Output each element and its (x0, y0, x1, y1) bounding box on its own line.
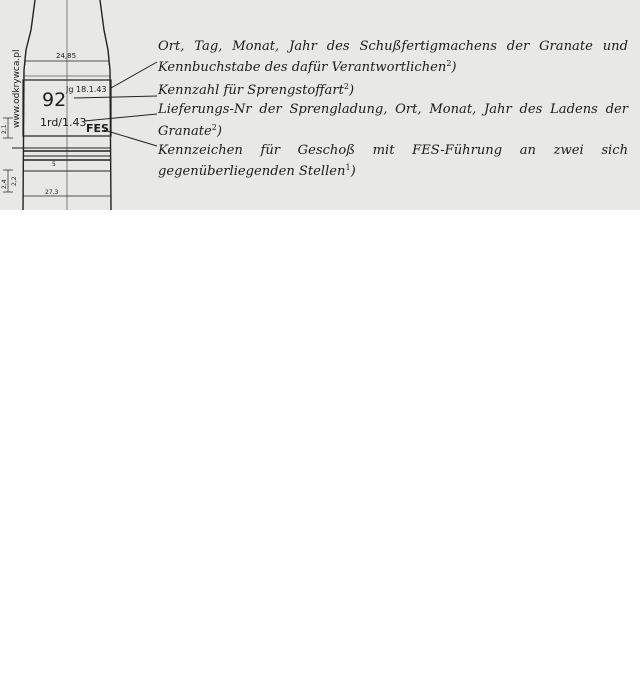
dim-small-1: 2,1 (1, 124, 8, 134)
callout-list: Ort, Tag, Monat, Jahr des Schußfertigmac… (158, 38, 628, 182)
stamp-charge-line: 1rd/1.43 (40, 116, 87, 129)
callout-3: Lieferungs-Nr der Sprengladung, Ort, Mon… (158, 102, 628, 139)
callout-4: Kennzeichen für Geschoß mit FES-Führung … (158, 142, 628, 179)
watermark: www.odkrywca.pl (12, 50, 22, 128)
callout-2: Kennzahl für Sprengstoffart2) (158, 82, 355, 99)
top-width-dimension: 24,85 (24, 52, 110, 65)
top-width-label: 24,85 (56, 52, 76, 60)
dim-small-2: 5 (52, 161, 56, 168)
scanned-figure: 24,85 92 Jg 18.1.43 1rd/1.43 FES 2,1 2,4… (0, 0, 640, 210)
shell-marking-diagram: 24,85 92 Jg 18.1.43 1rd/1.43 FES 2,1 2,4… (1, 0, 158, 210)
left-side-dimensions: 2,1 2,4 (1, 117, 13, 193)
driving-band: 5 27,3 2,2 (11, 147, 111, 197)
dim-small-3: 2,4 (1, 179, 8, 189)
dim-small-4: 2,2 (11, 176, 18, 186)
shell-outline (22, 0, 112, 210)
stamp-number: 92 (42, 89, 66, 111)
leader-lines (73, 61, 158, 147)
stamp-fes: FES (86, 122, 109, 135)
stamp-date-line: Jg 18.1.43 (65, 85, 107, 94)
stamp-box (22, 79, 112, 137)
callout-1: Ort, Tag, Monat, Jahr des Schußfertigmac… (158, 39, 628, 76)
bottom-width-label: 27,3 (45, 189, 59, 196)
